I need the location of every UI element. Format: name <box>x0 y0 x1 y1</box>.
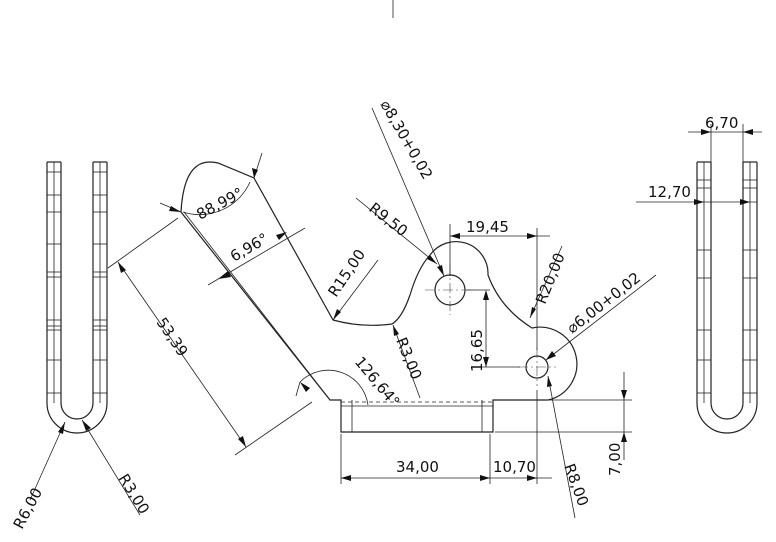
dim-r15: R15,00 <box>324 246 369 300</box>
dim-length-53: 53,39 <box>153 314 192 360</box>
dim-r20: R20,00 <box>532 250 569 306</box>
dim-angle-6: 6,96° <box>227 229 271 265</box>
dim-7: 7,00 <box>606 443 624 476</box>
dim-r3-mid: R3,00 <box>392 335 425 382</box>
main-part-outline <box>180 161 578 433</box>
dim-12-7: 12,70 <box>648 183 691 201</box>
dim-6-7: 6,70 <box>705 114 738 132</box>
dim-10-7: 10,70 <box>493 458 536 476</box>
dim-r6: R6,00 <box>10 485 46 532</box>
left-view-outer-u <box>46 162 108 434</box>
dim-r3-left: R3,00 <box>115 471 153 518</box>
dim-19-45: 19,45 <box>466 218 509 236</box>
dim-dia-6: ⌀6,00+0,02 <box>563 269 644 338</box>
dim-angle-88: 88,99° <box>193 184 246 224</box>
dim-r8: R8,00 <box>560 461 592 508</box>
left-side-view <box>29 161 141 516</box>
right-side-view <box>636 124 762 434</box>
dim-16-65: 16,65 <box>468 329 486 372</box>
dim-34: 34,00 <box>396 458 439 476</box>
dim-r9-5: R9,50 <box>366 199 412 240</box>
left-view-inner-u <box>60 162 94 420</box>
